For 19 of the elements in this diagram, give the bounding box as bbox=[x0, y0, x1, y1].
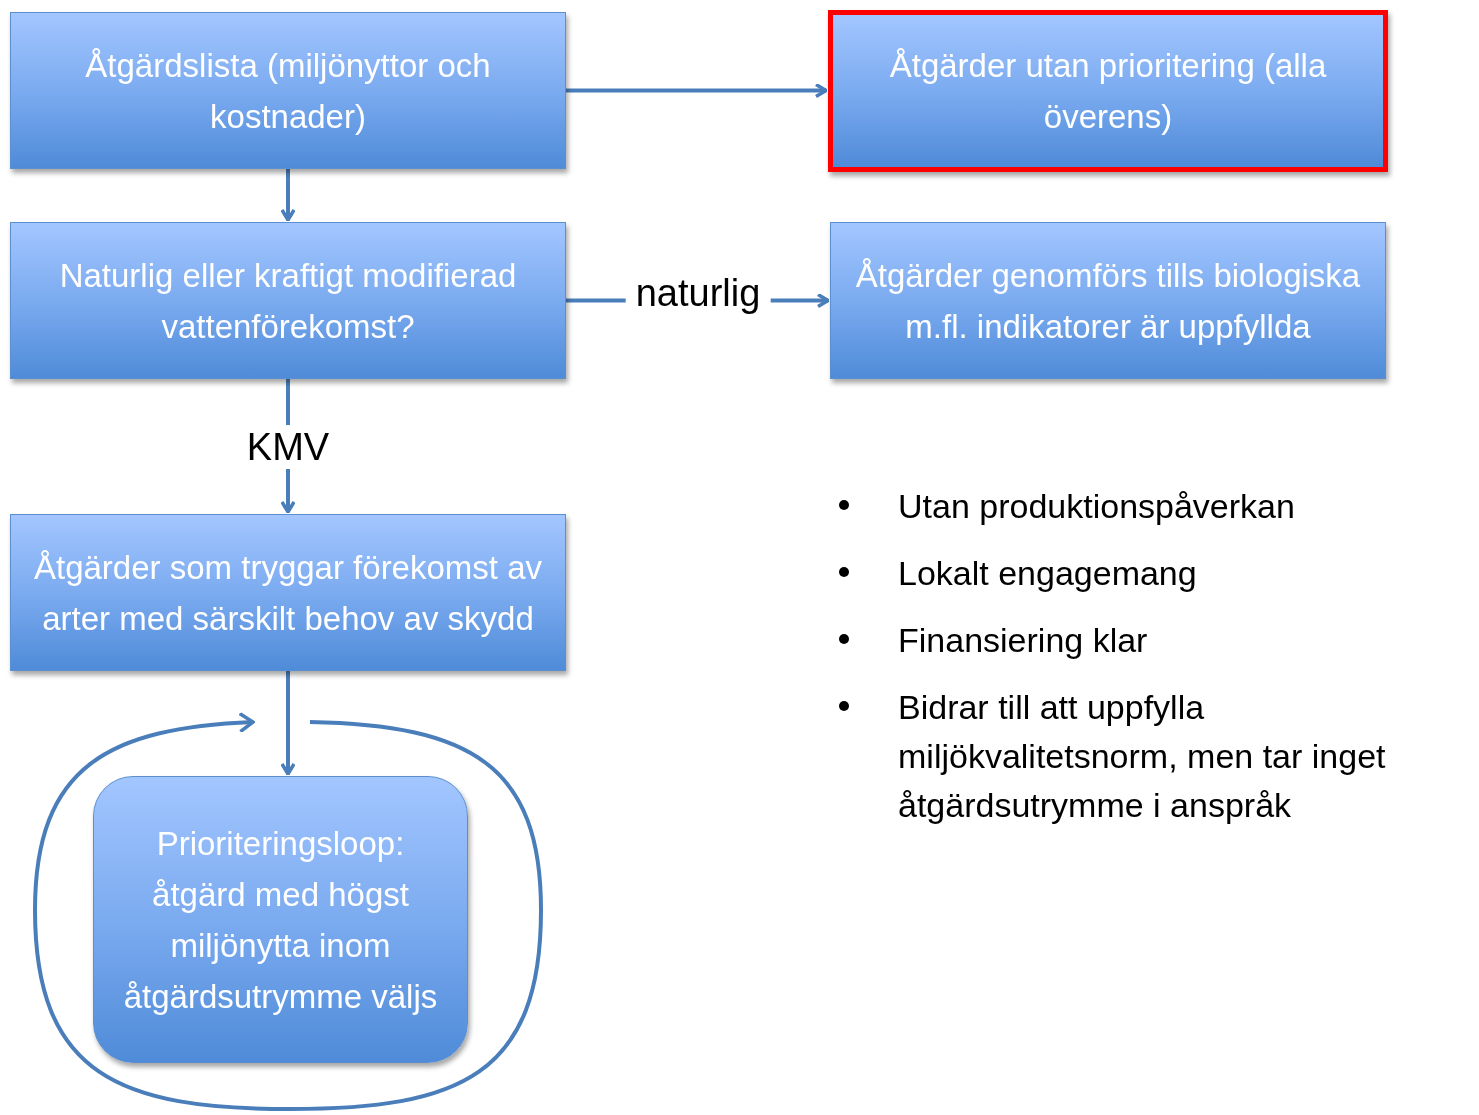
arrow bbox=[280, 169, 296, 222]
process-box bbox=[93, 776, 468, 1063]
arrow bbox=[566, 82, 828, 99]
box-text: Naturlig eller kraftigt modifierad vattenförekomst? bbox=[58, 255, 518, 347]
process-box bbox=[828, 10, 1388, 172]
arrow bbox=[280, 671, 296, 776]
box-text: Åtgärder genomförs tills biologiska m.fl. indikatorer är uppfyllda bbox=[854, 255, 1362, 347]
process-box bbox=[10, 222, 566, 379]
box-text: Åtgärdslista (miljönyttor och kostnader) bbox=[84, 45, 492, 137]
box-text: Åtgärder som tryggar förekomst av arter med särskilt behov av skydd bbox=[33, 547, 543, 639]
bullet-text: Finansiering klar bbox=[898, 620, 1149, 661]
process-box bbox=[10, 514, 566, 671]
bullet-text: Lokalt engagemang bbox=[898, 553, 1198, 594]
box-text: Åtgärder utan prioritering (alla överens) bbox=[888, 46, 1328, 137]
process-box bbox=[830, 222, 1386, 379]
box-text: Prioriteringsloop: åtgärd med högst miljönytta inom åtgärdsutrymme väljs bbox=[122, 823, 439, 1017]
bullet-text: Utan produktionspåverkan bbox=[898, 486, 1296, 527]
bullet-text: Bidrar till att uppfylla miljökvalitetsnorm, men tar inget åtgärdsutrymme i anspråk bbox=[898, 687, 1387, 826]
process-box bbox=[10, 12, 566, 169]
